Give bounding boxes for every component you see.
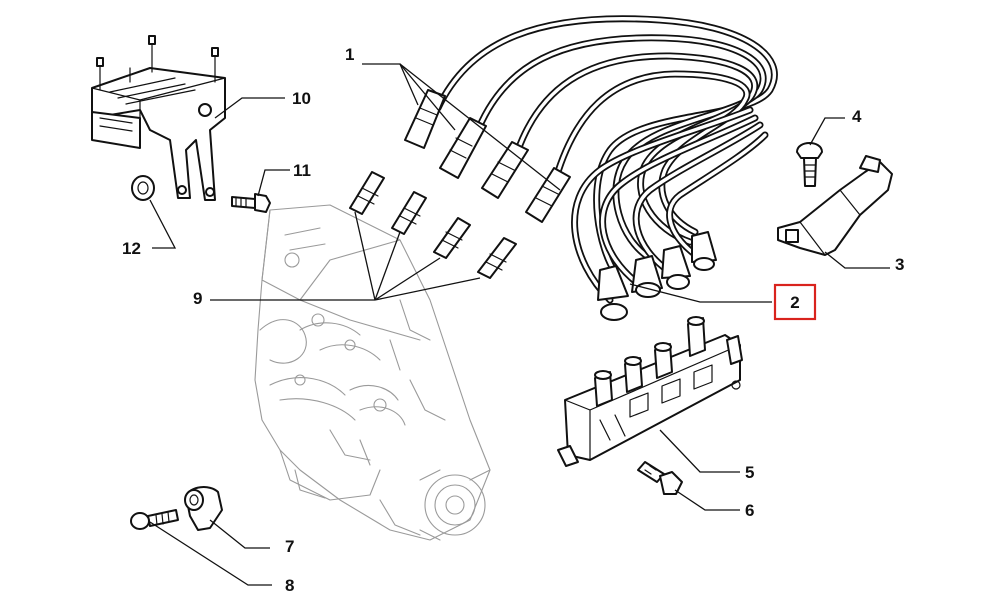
part-1-ignition-leads [404,15,778,321]
callout-1: 1 [345,45,354,64]
part-5-ignition-coil [557,316,743,467]
callout-7: 7 [285,537,294,556]
part-3-bracket [777,155,893,256]
callout-2-highlight-box [773,283,817,321]
callouts: 1 2 3 4 5 6 7 8 9 10 11 12 [122,45,904,595]
callout-8: 8 [285,576,294,595]
part-8-bolt [130,509,179,530]
callout-2: 2 [790,293,799,312]
callout-9: 9 [193,289,202,308]
callout-10: 10 [292,89,311,108]
callout-2-highlighted: 2 [773,283,817,321]
part-6-bolt [637,461,683,495]
callout-12: 12 [122,239,141,258]
part-10-bracket [91,35,226,201]
part-12-nut [131,175,155,201]
part-7-sensor [184,486,223,531]
part-11-bolt [231,193,271,213]
engine-block-illustration [254,204,491,541]
leader-lines [149,63,890,586]
callout-5: 5 [745,463,754,482]
callout-3: 3 [895,255,904,274]
callout-6: 6 [745,501,754,520]
part-4-bolt [796,142,823,187]
callout-11: 11 [293,161,311,180]
callout-4: 4 [852,107,862,126]
